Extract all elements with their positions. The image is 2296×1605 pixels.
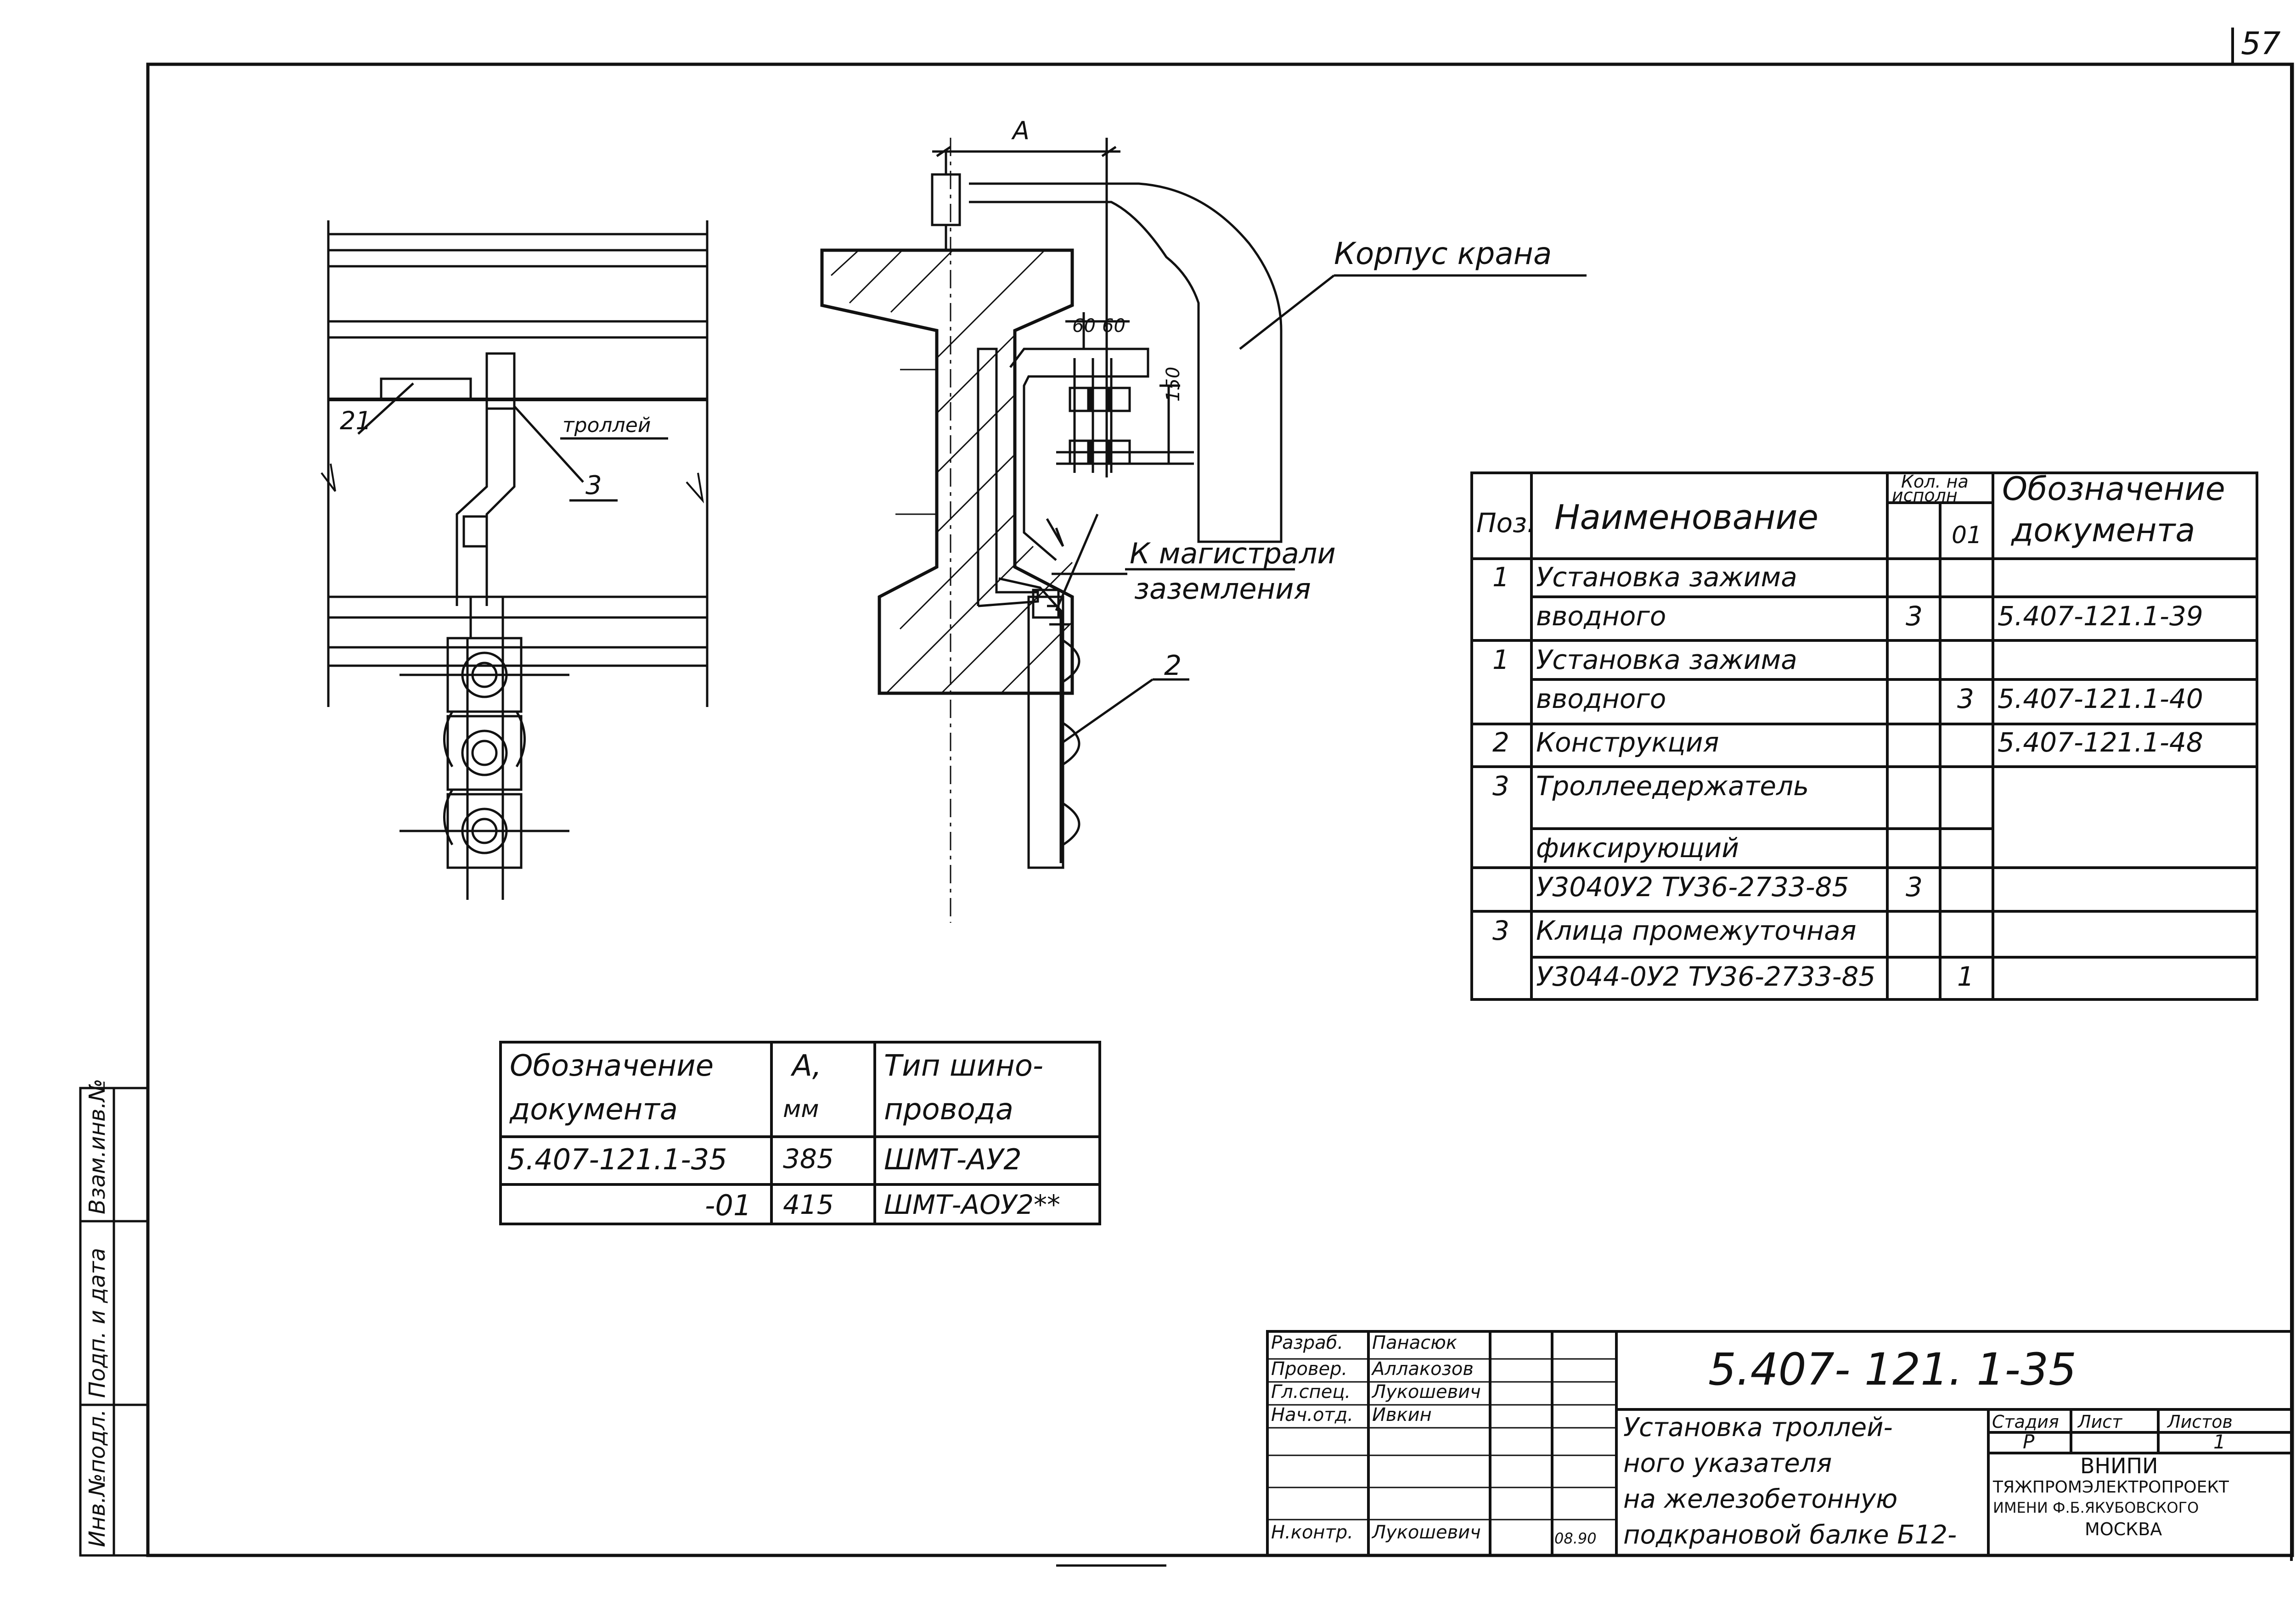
title-block-code: 5.407- 121. 1-35 [1708, 1344, 2077, 1395]
title-stage-label: Стадия [1992, 1412, 2059, 1432]
spec-row-9-name: Клица промежуточная [1536, 915, 1857, 946]
title-person-4-role: Нач.отд. [1271, 1404, 1354, 1425]
variant-row-2-type: ШМТ-АОУ2** [884, 1189, 1060, 1220]
callout-pos-21: 21 [340, 406, 371, 435]
org-line-1: ВНИПИ [2080, 1453, 2158, 1478]
spec-header-pos: Поз. [1476, 507, 1536, 539]
variant-row-2-doc: -01 [705, 1189, 752, 1222]
spec-row-1-pos: 1 [1492, 561, 1509, 593]
title-person-3-name: Лукошевич [1372, 1381, 1481, 1403]
section-view-drawing [820, 138, 1587, 923]
spec-row-6-name: Троллеедержатель [1536, 770, 1809, 802]
title-stage-value: Р [2023, 1431, 2035, 1453]
title-date: 08.90 [1554, 1530, 1597, 1547]
side-stamp-replace-inv: Взам.инв.№ [84, 1078, 110, 1214]
title-person-7-role: Н.контр. [1271, 1522, 1353, 1543]
callout-grounding-1: К магистрали [1130, 537, 1336, 570]
title-person-1-name: Панасюк [1372, 1332, 1458, 1353]
title-line-3: на железобетонную [1623, 1484, 1898, 1514]
spec-row-8-name: У3040У2 ТУ36-2733-85 [1536, 871, 1849, 903]
title-person-3-role: Гл.спец. [1271, 1381, 1351, 1403]
spec-row-7-name: фиксирующий [1536, 832, 1739, 864]
callout-grounding-2: заземления [1134, 572, 1311, 606]
spec-row-9-pos: 3 [1492, 915, 1509, 946]
spec-row-4-q2: 3 [1957, 683, 1974, 714]
spec-row-4-doc: 5.407-121.1-40 [1998, 683, 2203, 714]
title-sheet-label: Лист [2078, 1412, 2122, 1432]
spec-table-grid [1470, 471, 2258, 1001]
spec-row-3-pos: 1 [1492, 644, 1509, 675]
callout-pos-2: 2 [1164, 650, 1182, 682]
sheet-number: 57 [2241, 26, 2281, 62]
callout-crane-body: Корпус крана [1334, 236, 1552, 271]
spec-row-6-pos: 3 [1492, 770, 1509, 802]
spec-row-5-doc: 5.407-121.1-48 [1998, 727, 2203, 758]
dimension-60-left: 60 [1072, 315, 1096, 337]
title-person-4-name: Ивкин [1372, 1404, 1432, 1425]
spec-header-designation-1: Обозначение [2002, 470, 2225, 508]
variant-header-doc-1: Обозначение [510, 1049, 714, 1083]
spec-row-1-name: Установка зажима [1536, 561, 1797, 593]
title-person-1-role: Разраб. [1271, 1332, 1344, 1353]
callout-pos-3: 3 [585, 471, 602, 500]
variant-row-2-a: 415 [783, 1189, 834, 1220]
spec-row-10-name: У3044-0У2 ТУ36-2733-85 [1536, 961, 1876, 992]
title-line-2: ного указателя [1623, 1448, 1832, 1478]
dimension-a: А [1013, 116, 1030, 145]
spec-header-qty-mid: исполн [1892, 485, 1958, 505]
variant-table-grid [499, 1041, 1101, 1225]
variant-header-doc-2: документа [510, 1093, 678, 1127]
variant-header-a-2: мм [783, 1095, 819, 1123]
variant-row-1-doc: 5.407-121.1-35 [507, 1143, 727, 1176]
title-person-7-name: Лукошевич [1372, 1522, 1481, 1543]
dimension-150: 150 [1163, 366, 1184, 402]
spec-row-8-q1: 3 [1906, 871, 1923, 903]
spec-row-5-name: Конструкция [1536, 727, 1719, 758]
title-person-2-name: Аллакозов [1372, 1358, 1474, 1380]
spec-row-2-doc: 5.407-121.1-39 [1998, 600, 2203, 632]
variant-header-type-2: провода [884, 1093, 1013, 1127]
spec-header-designation-2: документа [2011, 511, 2195, 549]
title-sheets-label: Листов [2167, 1412, 2233, 1432]
org-line-2: ТЯЖПРОМЭЛЕКТРОПРОЕКТ [1993, 1478, 2229, 1497]
variant-row-1-a: 385 [783, 1143, 834, 1174]
org-line-4: МОСКВА [2085, 1519, 2162, 1539]
left-view-drawing [321, 220, 709, 900]
spec-row-4-name: вводного [1536, 683, 1666, 714]
dimension-60-right: 60 [1102, 315, 1125, 337]
callout-trolley: троллей [563, 414, 651, 437]
spec-row-2-q1: 3 [1906, 600, 1923, 632]
spec-row-3-name: Установка зажима [1536, 644, 1797, 675]
sheet-frame [146, 28, 2294, 1561]
insulator-stack [400, 637, 569, 869]
side-stamp-inv-no: Инв.№подл. [84, 1409, 110, 1547]
variant-row-1-type: ШМТ-АУ2 [884, 1143, 1022, 1176]
spec-row-2-name: вводного [1536, 600, 1666, 632]
org-line-3: ИМЕНИ Ф.Б.ЯКУБОВСКОГО [1993, 1499, 2199, 1516]
title-line-1: Установка троллей- [1623, 1413, 1893, 1442]
title-sheets-value: 1 [2213, 1431, 2226, 1453]
spec-row-5-pos: 2 [1492, 727, 1509, 758]
title-person-2-role: Провер. [1271, 1358, 1348, 1380]
title-block-grid [1266, 1330, 2294, 1557]
variant-header-a-1: А, [792, 1049, 822, 1083]
side-stamp-signature-date: Подп. и дата [84, 1248, 110, 1398]
spec-header-qty-top: Кол. на [1901, 471, 1969, 492]
spec-header-qty-01: 01 [1952, 522, 1982, 549]
side-stamp [79, 1087, 149, 1557]
variant-header-type-1: Тип шино- [884, 1049, 1044, 1083]
spec-header-name: Наименование [1554, 498, 1819, 537]
title-line-4: подкрановой балке Б12- [1623, 1520, 1957, 1550]
spec-row-10-q2: 1 [1957, 961, 1974, 992]
